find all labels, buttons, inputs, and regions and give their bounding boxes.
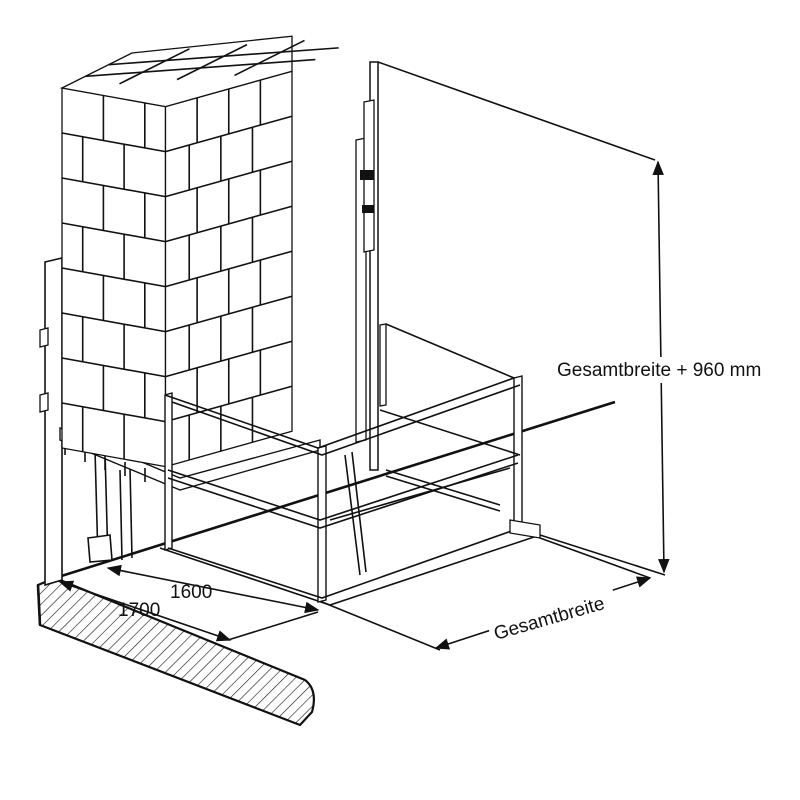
height-dimension: Gesamtbreite + 960 mm <box>377 61 782 576</box>
rear-wall-panel <box>355 61 379 471</box>
box-seam <box>165 340 293 378</box>
dimension-1600-label: 1600 <box>170 582 212 603</box>
safety-railing <box>164 323 541 603</box>
height-dimension-label: Gesamtbreite + 960 mm <box>557 360 761 381</box>
box-seam <box>61 177 166 198</box>
box-seam <box>61 267 166 288</box>
box-seam <box>61 222 166 243</box>
box-seam <box>61 402 166 423</box>
box-seam <box>61 312 166 333</box>
floor-line-lower <box>159 534 541 606</box>
box-seam <box>61 357 166 378</box>
box-seam <box>176 43 248 81</box>
box-stack <box>59 35 339 468</box>
dimension-1700: 1700 <box>58 580 319 642</box>
dimension-1700-label: 1700 <box>118 600 160 621</box>
box-face <box>59 35 293 108</box>
box-seam <box>119 48 190 85</box>
floor-line <box>54 400 616 580</box>
box-seam <box>234 39 305 77</box>
box-seam <box>165 205 293 243</box>
box-seam <box>61 132 166 153</box>
left-mast <box>39 256 133 587</box>
